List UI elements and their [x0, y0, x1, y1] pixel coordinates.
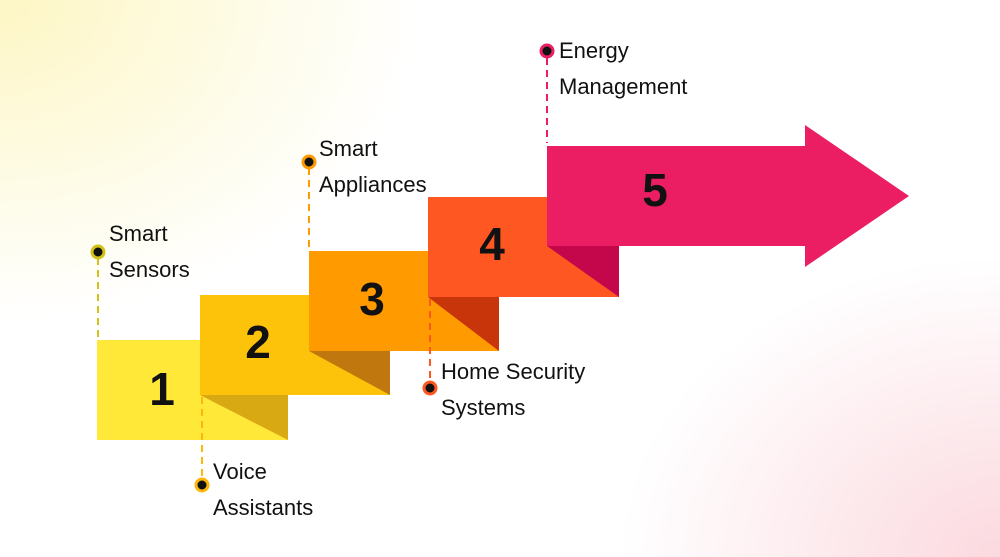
step-2-fold — [200, 395, 288, 440]
step-2-number: 2 — [245, 316, 271, 368]
step-4-label-line1: Home Security — [441, 359, 585, 384]
step-4-label-line2: Systems — [441, 395, 525, 420]
step-2-label-line2: Assistants — [213, 495, 313, 520]
step-2-label-line1: Voice — [213, 459, 267, 484]
step-4-number: 4 — [479, 218, 505, 270]
dot-marker-icon — [194, 477, 210, 493]
callout-5: Energy Management — [539, 38, 687, 143]
callout-1: Smart Sensors — [90, 221, 190, 340]
dot-marker-icon — [539, 43, 555, 59]
step-1-label-line2: Sensors — [109, 257, 190, 282]
step-5-number: 5 — [642, 164, 668, 216]
step-5-label-line1: Energy — [559, 38, 629, 63]
dot-marker-icon — [422, 380, 438, 396]
callout-4: Home Security Systems — [422, 299, 585, 420]
step-4-fold — [428, 297, 499, 351]
step-5: 5 — [547, 125, 909, 297]
callout-2: Voice Assistants — [194, 397, 313, 520]
dot-marker-icon — [301, 154, 317, 170]
step-3-label-line2: Appliances — [319, 172, 427, 197]
step-3-fold — [309, 351, 390, 395]
step-3-label-line1: Smart — [319, 136, 378, 161]
arrow-right-icon — [547, 125, 909, 267]
step-1-number: 1 — [149, 363, 175, 415]
callout-3: Smart Appliances — [301, 136, 427, 251]
dot-marker-icon — [90, 244, 106, 260]
step-1-label-line1: Smart — [109, 221, 168, 246]
step-5-fold — [547, 246, 619, 297]
step-5-label-line2: Management — [559, 74, 687, 99]
step-3-number: 3 — [359, 273, 385, 325]
